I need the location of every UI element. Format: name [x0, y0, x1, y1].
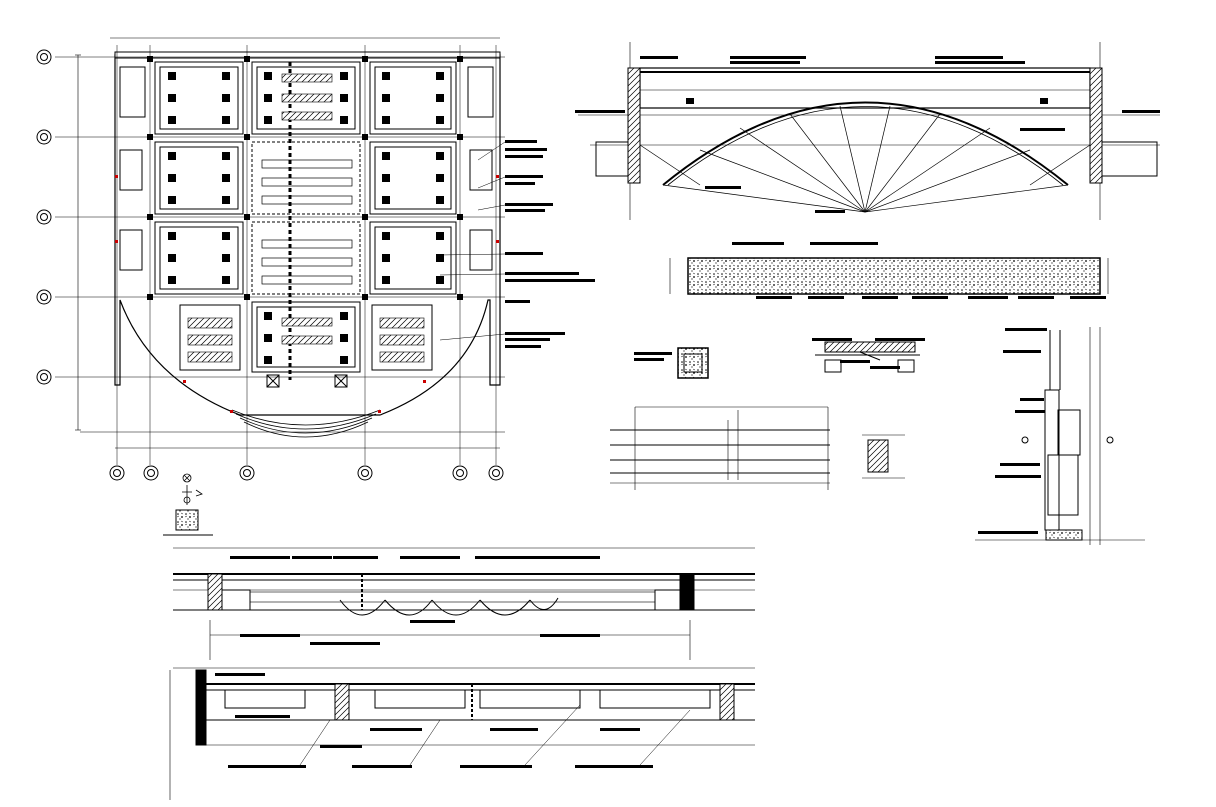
grid-bubbles-rows: [36, 49, 52, 385]
strip-detail: [669, 242, 1109, 299]
long-section-b: [169, 667, 755, 800]
small-elevation: [610, 406, 905, 490]
square-detail: [634, 347, 709, 379]
north-arrow-icon: [182, 473, 203, 505]
hatched-sample: [163, 509, 213, 536]
arch-section: [575, 42, 1160, 220]
vertical-section: [975, 327, 1145, 545]
long-section-a: [173, 547, 755, 660]
grid-bubbles-columns: [109, 465, 504, 481]
ceiling-plan: [55, 37, 595, 465]
side-detail: [812, 338, 925, 373]
